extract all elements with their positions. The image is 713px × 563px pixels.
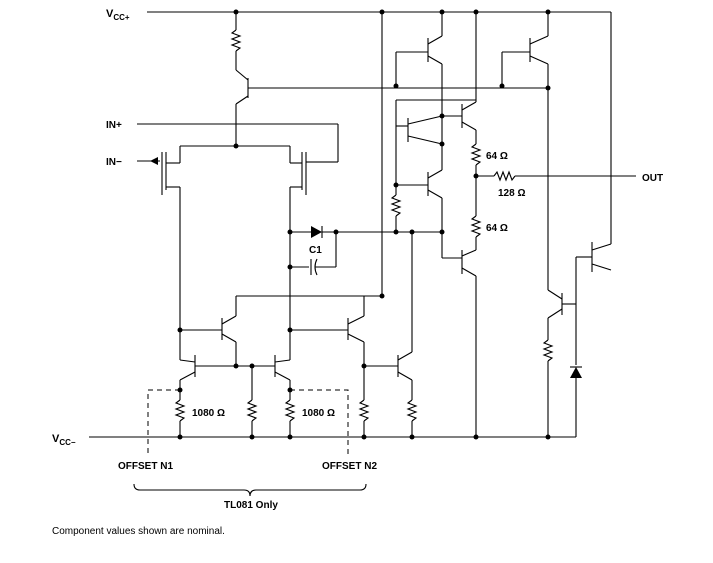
c1-label: C1 [309, 245, 322, 256]
second-stage-left [179, 355, 236, 381]
vcc-minus-label: VCC− [52, 433, 76, 447]
r-out-bot [470, 215, 482, 238]
offset-resistor-right [284, 399, 296, 437]
level-diode [290, 226, 442, 238]
right-current-source [542, 289, 576, 437]
offset-n1-label: OFFSET N1 [118, 461, 173, 472]
tl081-brace [133, 483, 367, 497]
out-label: OUT [642, 173, 663, 184]
output-transistor-bot [442, 249, 477, 437]
offset-resistor-left [174, 399, 186, 437]
vbe-multiplier [396, 100, 443, 258]
capacitor-c1 [290, 232, 337, 276]
mirror-transistor-right [290, 296, 365, 366]
in-minus-label: IN− [106, 157, 122, 168]
footnote: Component values shown are nominal. [52, 526, 225, 537]
r-out-top [470, 143, 482, 166]
r-out-mid-label: 128 Ω [498, 188, 525, 199]
mid-transistor [364, 232, 418, 437]
tl081-only-label: TL081 Only [224, 500, 278, 511]
bias-diode [570, 304, 582, 437]
second-stage-right [236, 355, 291, 381]
vcc-plus-label: VCC+ [106, 8, 130, 22]
offset-n2-dashed [290, 389, 349, 455]
input-jfet-right [289, 146, 322, 330]
r-offset-left-label: 1080 Ω [192, 408, 225, 419]
r-out-mid [493, 170, 516, 182]
input-jfet-left [161, 146, 181, 330]
offset-n2-label: OFFSET N2 [322, 461, 377, 472]
offset-n1-dashed [147, 389, 180, 455]
right-output-transistor [575, 12, 612, 304]
r-out-top-label: 64 Ω [486, 151, 508, 162]
in-plus-label: IN+ [106, 120, 122, 131]
in-minus-arrow [150, 157, 158, 165]
output-transistor-mid [442, 12, 477, 131]
r-out-bot-label: 64 Ω [486, 223, 508, 234]
r-offset-right-label: 1080 Ω [302, 408, 335, 419]
center-resistor [246, 399, 258, 437]
mirror-transistor-left [180, 315, 237, 366]
bias-transistor-top [235, 69, 548, 146]
bias-resistor-top [230, 12, 242, 70]
junction-dots [177, 9, 551, 440]
output-transistor-right [501, 12, 549, 290]
output-transistor-top [396, 12, 443, 100]
